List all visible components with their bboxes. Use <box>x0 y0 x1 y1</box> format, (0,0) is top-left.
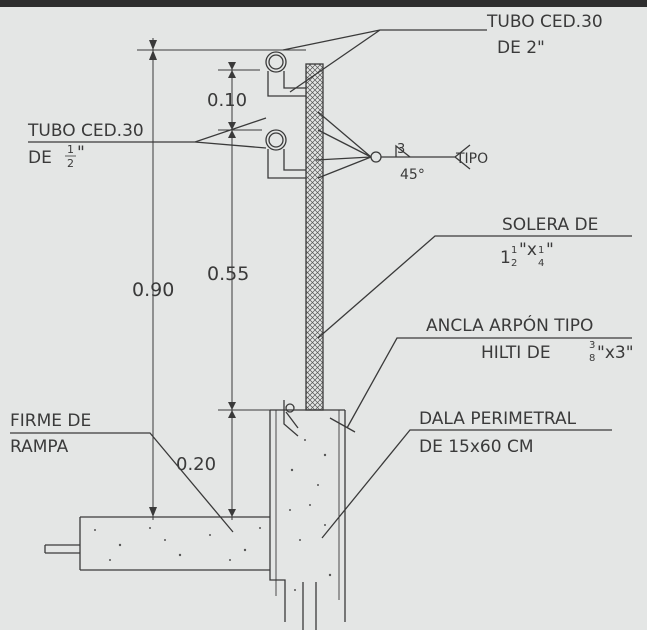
dala-label-2: DE 15x60 CM <box>419 437 534 457</box>
leader-tube-large <box>282 29 487 93</box>
leader-solera <box>317 235 632 339</box>
tube-large-label-1: TUBO CED.30 <box>486 12 603 32</box>
solera-x: "x <box>519 240 537 260</box>
ancla-label-1: ANCLA ARPÓN TIPO <box>426 314 593 336</box>
solera-b-num: 1 <box>538 245 544 256</box>
dim-ticks <box>149 40 236 517</box>
firme-step <box>44 544 80 554</box>
tube-small <box>265 129 287 151</box>
dim-010: 0.10 <box>207 90 247 111</box>
ancla-suffix: "x3" <box>597 343 634 363</box>
solera-a-den: 2 <box>511 258 517 269</box>
firme-label-1: FIRME DE <box>10 411 91 431</box>
top-band <box>0 0 647 7</box>
leader-ancla <box>346 337 632 429</box>
solera-bar <box>305 63 324 411</box>
tube-small-label-1: TUBO CED.30 <box>27 121 144 141</box>
solera-b-den: 4 <box>538 258 544 269</box>
tube-small-inch: " <box>77 143 85 163</box>
dala-label-1: DALA PERIMETRAL <box>419 409 577 429</box>
firme-slab <box>79 516 270 571</box>
tube-large <box>265 51 287 73</box>
anchor-nut <box>285 403 295 413</box>
solera-end: " <box>546 240 554 260</box>
leader-tube-small <box>28 117 267 149</box>
dala-rebar <box>302 582 317 630</box>
ancla-label-2: HILTI DE <box>481 343 551 363</box>
tube-large-support <box>267 71 306 97</box>
tube-small-frac-num: 1 <box>67 143 74 156</box>
weld-reference-line <box>381 144 471 170</box>
tube-large-label-2: DE 2" <box>497 38 545 58</box>
ancla-frac-num: 3 <box>589 340 595 351</box>
tube-small-support <box>267 149 306 179</box>
tube-small-label-2: DE <box>28 148 52 168</box>
dim-020: 0.20 <box>176 454 216 475</box>
weld-fillet-symbol <box>395 144 411 158</box>
tube-small-frac-den: 2 <box>67 157 74 170</box>
solera-a-whole: 1 <box>500 248 511 268</box>
tube-large-inner <box>268 54 284 70</box>
firme-label-2: RAMPA <box>10 437 69 457</box>
leader-firme <box>10 432 234 533</box>
solera-a-num: 1 <box>511 245 517 256</box>
concrete-speckles <box>94 439 332 591</box>
weld-leaders <box>315 111 372 179</box>
dala-inner-edges <box>275 410 340 600</box>
leader-dala <box>321 429 612 539</box>
ancla-frac-den: 8 <box>589 353 595 364</box>
tube-small-inner <box>268 132 284 148</box>
dim-055: 0.55 <box>207 263 249 285</box>
dim-090: 0.90 <box>132 279 174 301</box>
weld-circle <box>370 151 382 163</box>
solera-label-1: SOLERA DE <box>502 215 598 235</box>
dala-outline <box>269 409 346 622</box>
weld-angle: 45° <box>400 167 425 183</box>
weld-size: 3 <box>397 142 405 157</box>
anchor-bolts <box>283 400 356 437</box>
dim-extension-lines <box>137 49 306 518</box>
weld-tipo: TIPO <box>455 151 488 167</box>
